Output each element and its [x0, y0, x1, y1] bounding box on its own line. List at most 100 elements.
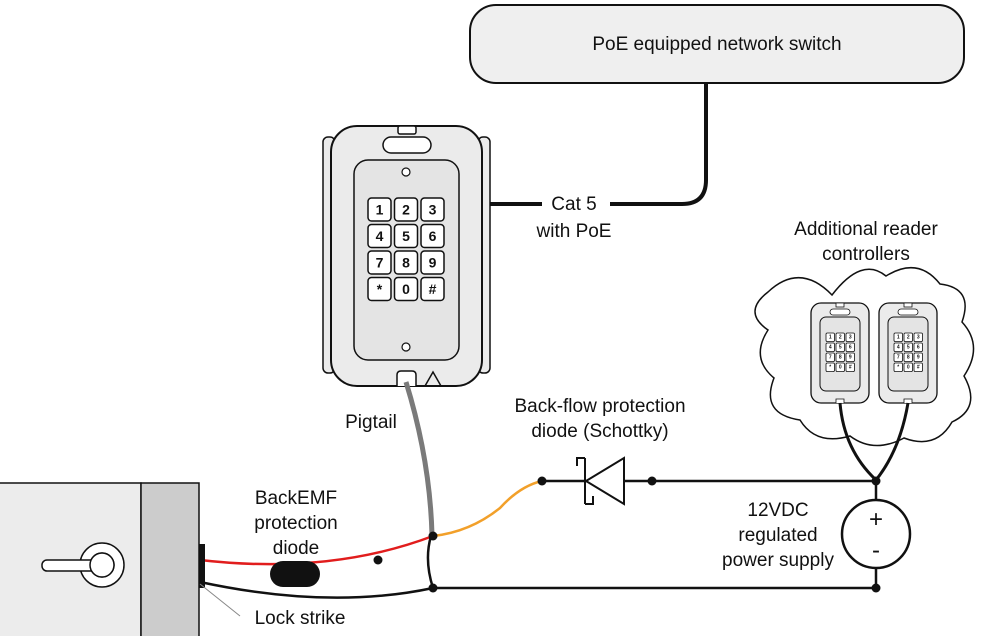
key-6: 6 [845, 342, 855, 352]
power-supply: + - [840, 498, 912, 570]
key-label: 5 [402, 228, 410, 244]
key-label: * [829, 364, 831, 370]
key-label: 2 [907, 334, 910, 340]
pigtail-cable [403, 381, 435, 536]
backemf-label-line3: diode [273, 538, 320, 559]
key-label: 0 [907, 364, 910, 370]
key-label: 8 [402, 255, 410, 271]
key-label: 1 [897, 334, 900, 340]
pigtail-label: Pigtail [345, 412, 397, 433]
key-7: 7 [825, 352, 835, 362]
key-7: 7 [367, 250, 392, 275]
key-8: 8 [393, 250, 419, 275]
key-label: 2 [402, 202, 410, 218]
door [0, 482, 205, 636]
key-3: 3 [913, 332, 923, 342]
junction-dot [428, 531, 438, 541]
lock-strike-label: Lock strike [255, 608, 346, 629]
junction-dot [871, 583, 881, 593]
key-hash: # [845, 362, 855, 372]
key-2: 2 [903, 332, 913, 342]
key-5: 5 [393, 223, 419, 249]
junction-dot [373, 555, 383, 565]
key-label: 2 [839, 334, 842, 340]
psu-label-line3: power supply [722, 550, 834, 571]
key-label: 0 [839, 364, 842, 370]
key-label: 7 [829, 354, 832, 360]
key-label: 4 [829, 344, 832, 350]
key-label: 9 [917, 354, 920, 360]
key-label: 4 [376, 228, 384, 244]
backemf-label-line2: protection [254, 513, 337, 534]
key-star: * [893, 362, 903, 372]
key-3: 3 [420, 197, 445, 222]
additional-reader-2-wire [874, 402, 910, 481]
key-8: 8 [835, 352, 845, 362]
key-hash: # [420, 276, 445, 302]
key-7: 7 [893, 352, 903, 362]
key-1: 1 [825, 332, 835, 342]
key-label: 3 [429, 202, 437, 218]
cat5-cable [610, 83, 708, 206]
backflow-label-line1: Back-flow protection [514, 396, 685, 417]
key-label: 1 [376, 202, 384, 218]
key-label: 5 [839, 344, 842, 350]
backflow-label-line2: diode (Schottky) [531, 421, 668, 442]
key-label: 1 [829, 334, 832, 340]
door-lever-icon [41, 542, 125, 588]
lock-strike [199, 544, 205, 588]
key-2: 2 [393, 197, 419, 222]
key-label: 7 [897, 354, 900, 360]
key-4: 4 [825, 342, 835, 352]
key-label: 5 [907, 344, 910, 350]
lock-strike-leader [199, 583, 241, 617]
key-label: # [849, 364, 852, 370]
key-label: 3 [917, 334, 920, 340]
key-4: 4 [367, 223, 392, 249]
key-9: 9 [845, 352, 855, 362]
key-1: 1 [367, 197, 392, 222]
key-hash: # [913, 362, 923, 372]
additional-reader-1-wire [838, 402, 878, 482]
key-label: 3 [849, 334, 852, 340]
schottky-diode [576, 456, 625, 506]
key-9: 9 [913, 352, 923, 362]
key-label: 4 [897, 344, 900, 350]
psu-plus: + [869, 506, 883, 533]
psu-label-line2: regulated [738, 525, 817, 546]
key-star: * [825, 362, 835, 372]
key-3: 3 [845, 332, 855, 342]
key-label: 0 [402, 281, 410, 297]
additional-readers-label-line2: controllers [822, 244, 910, 265]
backemf-label-line1: BackEMF [255, 488, 337, 509]
switch-label: PoE equipped network switch [592, 34, 841, 55]
key-star: * [367, 276, 392, 302]
junction-dot [428, 583, 438, 593]
key-0: 0 [903, 362, 913, 372]
key-0: 0 [835, 362, 845, 372]
junction-dot [871, 476, 881, 486]
psu-minus: - [872, 537, 880, 564]
key-label: 7 [376, 255, 384, 271]
key-1: 1 [893, 332, 903, 342]
junction-dot [647, 476, 657, 486]
key-6: 6 [913, 342, 923, 352]
key-label: 6 [849, 344, 852, 350]
key-label: # [429, 281, 437, 297]
junction-dot [537, 476, 547, 486]
psu-label-line1: 12VDC [747, 500, 808, 521]
key-label: 6 [429, 228, 437, 244]
red-wire [199, 534, 434, 566]
backemf-diode [270, 561, 320, 587]
junction-dots [373, 476, 881, 593]
key-label: # [917, 364, 920, 370]
key-label: 8 [839, 354, 842, 360]
orange-wire [432, 479, 543, 538]
key-5: 5 [835, 342, 845, 352]
key-8: 8 [903, 352, 913, 362]
key-5: 5 [903, 342, 913, 352]
